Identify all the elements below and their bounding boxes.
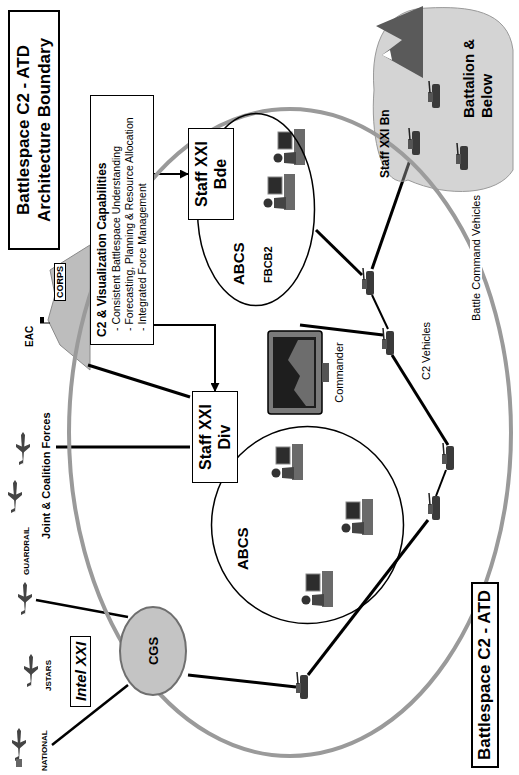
aircraft-icon xyxy=(18,582,32,615)
annotation-label: C2 Vehicles xyxy=(420,320,432,382)
radio-link xyxy=(372,295,388,329)
tank-icon xyxy=(428,81,440,108)
staff-box: Staff XXI Bde xyxy=(188,128,234,220)
annotation-label: GUARDRAIL xyxy=(22,527,31,575)
outline-ellipse xyxy=(212,427,404,624)
system-label: ABCS xyxy=(234,527,251,570)
operator-figure xyxy=(302,571,334,607)
annotation-label: Battle Command Vehicles xyxy=(470,193,482,323)
operator-figure xyxy=(272,444,304,480)
outline-ellipse xyxy=(120,607,186,695)
radio-link xyxy=(436,470,446,496)
commander-label: Commander xyxy=(333,325,345,420)
commander-station: Commander xyxy=(266,325,350,420)
aircraft-icon xyxy=(8,480,22,513)
bullet-item: - Consistent Battlespace Understanding xyxy=(110,103,123,337)
bullet-item: - Forecasting, Planning & Resource Alloc… xyxy=(123,103,136,337)
flag xyxy=(40,317,44,323)
region-label: Battalion & Below xyxy=(460,13,496,118)
annotation-label: EAC xyxy=(24,326,35,347)
tank-icon xyxy=(442,443,454,470)
satellite-icon xyxy=(12,728,26,761)
system-ellipse: ABCS xyxy=(210,425,405,625)
outline-svg xyxy=(210,425,405,625)
cgs-circle: CGS xyxy=(118,605,188,697)
screen-terrain xyxy=(288,340,314,406)
annotation-label: NATIONAL xyxy=(40,730,49,771)
system-label: ABCS xyxy=(230,242,247,285)
tank-icon xyxy=(408,128,420,155)
radio-link xyxy=(56,446,190,449)
radio-link xyxy=(188,675,296,687)
station-label: CGS xyxy=(146,637,161,665)
region-title: Battlespace C2 - ATD xyxy=(471,582,499,768)
capability-box: C2 & Visualization Capabilities- Consist… xyxy=(90,95,154,345)
annotation-label: CORPS xyxy=(54,263,66,301)
tank-icon xyxy=(428,493,440,520)
radio-link xyxy=(88,365,190,397)
data-link xyxy=(36,600,128,617)
monitor-stand xyxy=(322,363,329,382)
annotation-label: Staff XXI Bn xyxy=(378,109,392,178)
radio-link xyxy=(316,230,362,275)
tank-icon xyxy=(362,268,374,295)
mountain-snow xyxy=(382,50,392,60)
box-heading: C2 & Visualization Capabilities xyxy=(95,103,110,337)
satellite-panel xyxy=(16,759,22,767)
staff-box: Staff XXI Div xyxy=(192,391,238,483)
staff-label: Staff XXI Div xyxy=(196,396,234,478)
monitor-frame xyxy=(268,331,322,414)
tank-icon xyxy=(382,328,394,355)
operator-figure xyxy=(264,174,296,210)
bullet-item: - Integrated Force Management xyxy=(136,103,149,337)
tank-icon xyxy=(296,672,308,699)
annotation-label: Intel XXI xyxy=(70,636,91,707)
monitor-screen xyxy=(273,337,316,408)
aircraft-icon xyxy=(24,654,38,687)
tank-icon xyxy=(456,143,468,170)
hill-shape xyxy=(48,245,90,370)
diagram-title: Battlespace C2 - ATD Architecture Bounda… xyxy=(8,10,60,250)
arrow-connector xyxy=(154,325,215,391)
annotation-label: Joint & Coalition Forces xyxy=(40,412,52,539)
aircraft-icon xyxy=(16,432,30,465)
system-label: FBCB2 xyxy=(262,246,274,283)
staff-label: Staff XXI Bde xyxy=(192,133,230,215)
annotation-label: JSTARS xyxy=(44,660,53,691)
operator-figure xyxy=(342,499,374,535)
mountain-shape xyxy=(376,6,423,78)
